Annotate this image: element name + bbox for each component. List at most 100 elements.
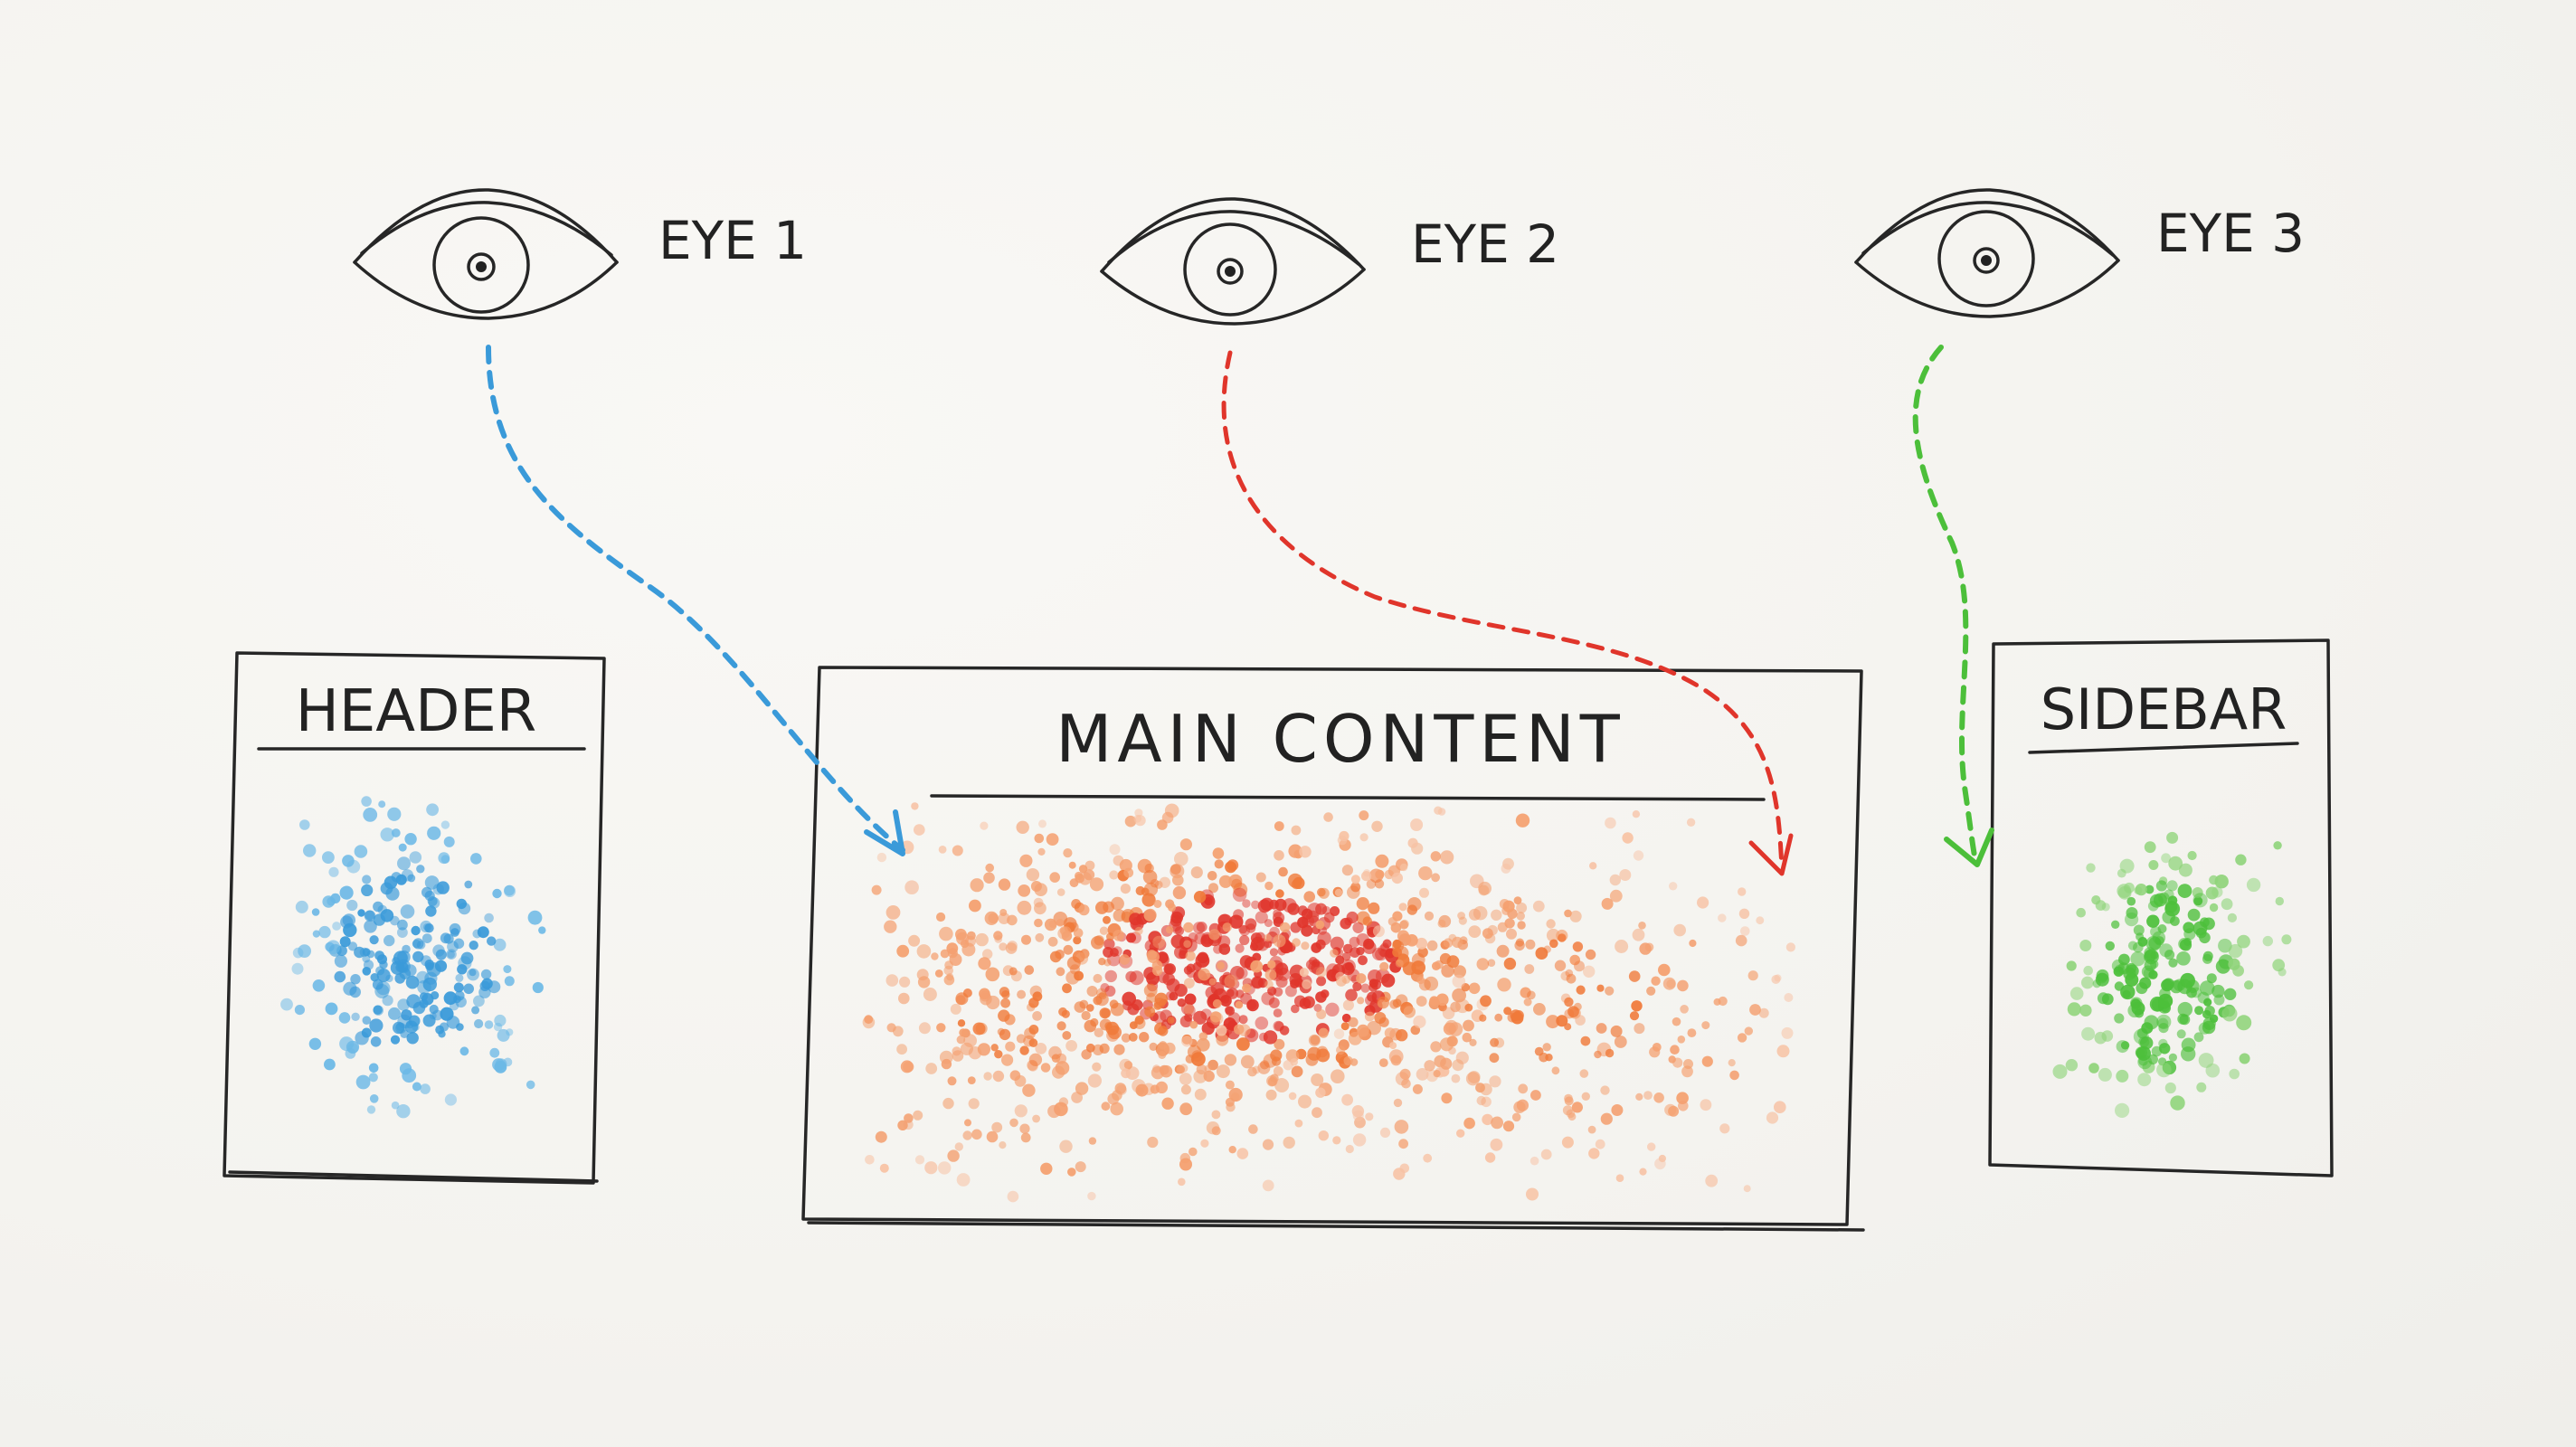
heat-dot (2275, 896, 2284, 906)
heat-dot (1442, 1007, 1455, 1020)
heat-dot (398, 843, 407, 852)
heat-dot (1212, 847, 1225, 859)
heat-dot (1475, 1083, 1485, 1093)
heat-dot (400, 904, 415, 919)
eye-2-label: EYE 2 (1411, 213, 1559, 275)
heat-dot (497, 1028, 510, 1042)
heat-dot (325, 1002, 338, 1016)
heat-dot (1416, 976, 1425, 985)
heat-dot (2159, 988, 2171, 999)
heat-dot (2081, 1026, 2096, 1041)
heat-dot (2145, 884, 2155, 894)
heat-dot (1104, 985, 1116, 997)
heat-dot (355, 1074, 371, 1090)
heat-dot (1263, 1030, 1278, 1045)
heat-dot (1124, 815, 1137, 828)
heat-dot (1297, 905, 1308, 916)
heat-dot (370, 1036, 382, 1047)
heat-dot (322, 851, 335, 864)
heat-dot (1523, 998, 1532, 1007)
heat-dot (1517, 921, 1526, 930)
heat-dot (1242, 983, 1252, 993)
heat-dot (1424, 1060, 1435, 1072)
heat-dot (1122, 991, 1136, 1007)
heat-dot (1298, 1094, 1312, 1109)
heat-dot (1364, 1011, 1375, 1022)
heat-dot (1269, 926, 1280, 938)
heat-dot (1103, 959, 1112, 967)
heat-dot (1670, 1045, 1680, 1055)
heat-dot (1362, 869, 1371, 877)
heat-dot (474, 1018, 484, 1029)
heat-dot (1273, 909, 1282, 918)
heat-dot (2157, 924, 2167, 933)
heat-dot (2126, 896, 2136, 906)
heat-dot (2083, 965, 2093, 976)
heat-dot (431, 991, 440, 1000)
heat-dot (1236, 1037, 1250, 1051)
heat-dot (1564, 1008, 1575, 1019)
heat-dot (2069, 987, 2084, 1000)
heat-dot (1718, 913, 1727, 922)
heat-dot (1368, 982, 1378, 992)
heat-dot (1268, 997, 1280, 1008)
heat-dot (1419, 887, 1429, 898)
heat-dot (1391, 872, 1404, 884)
heat-dot (1439, 1037, 1454, 1052)
heat-dot (1233, 909, 1245, 921)
heat-dot (1092, 1062, 1102, 1072)
heat-dot (1193, 1069, 1208, 1083)
heat-dot (1718, 996, 1728, 1007)
heat-dot (439, 1022, 449, 1032)
heat-dot (2127, 941, 2138, 950)
heat-dot (1056, 919, 1065, 927)
heat-dot (424, 922, 434, 933)
heat-dot (1274, 1038, 1285, 1050)
heat-dot (2244, 980, 2254, 990)
heat-dot (396, 1104, 411, 1119)
heat-dot (2229, 1068, 2240, 1080)
heat-dot (1443, 938, 1454, 948)
heat-dot (1540, 1149, 1552, 1160)
heat-dot (1246, 998, 1259, 1012)
heat-dot (1490, 1138, 1503, 1151)
heat-dot (361, 1027, 372, 1038)
heat-dot (1416, 1068, 1429, 1081)
heat-dot (435, 949, 447, 960)
heat-dot (1366, 879, 1377, 889)
heat-dot (1489, 1053, 1500, 1064)
heat-dot (947, 1149, 960, 1162)
heat-dot (2097, 972, 2107, 984)
heat-dot (1701, 1055, 1713, 1067)
heat-dot (1109, 844, 1121, 856)
heat-dot (1211, 1126, 1221, 1136)
heat-dot (1250, 960, 1264, 973)
heat-dot (914, 824, 925, 836)
heat-dot (1155, 1081, 1168, 1093)
heat-dot (1360, 983, 1370, 993)
heat-dot (1142, 870, 1158, 884)
heat-dot (1315, 1087, 1326, 1098)
heat-dot (1494, 1013, 1503, 1022)
heat-dot (1441, 964, 1454, 978)
heat-dot (1056, 1021, 1066, 1031)
heat-dot (1207, 871, 1217, 881)
heat-dot (1119, 1058, 1132, 1072)
heat-dot (409, 851, 422, 864)
heat-dot (2194, 1006, 2204, 1016)
heat-dot (1059, 1140, 1073, 1153)
heat-dot (1099, 1043, 1110, 1054)
heat-dot (1609, 889, 1623, 903)
heat-dot (2114, 981, 2125, 991)
heat-dot (1367, 991, 1378, 1002)
heat-dot (1451, 1073, 1461, 1083)
heat-dot (1669, 882, 1678, 891)
heat-dot (1651, 976, 1661, 986)
heat-dot (443, 991, 458, 1006)
heat-dot (968, 1098, 980, 1110)
heat-dot (2181, 1046, 2196, 1062)
heat-dot (357, 909, 365, 917)
heat-dot (1700, 1099, 1712, 1111)
heat-dot (1433, 1070, 1441, 1078)
heat-dot (1490, 1037, 1500, 1047)
